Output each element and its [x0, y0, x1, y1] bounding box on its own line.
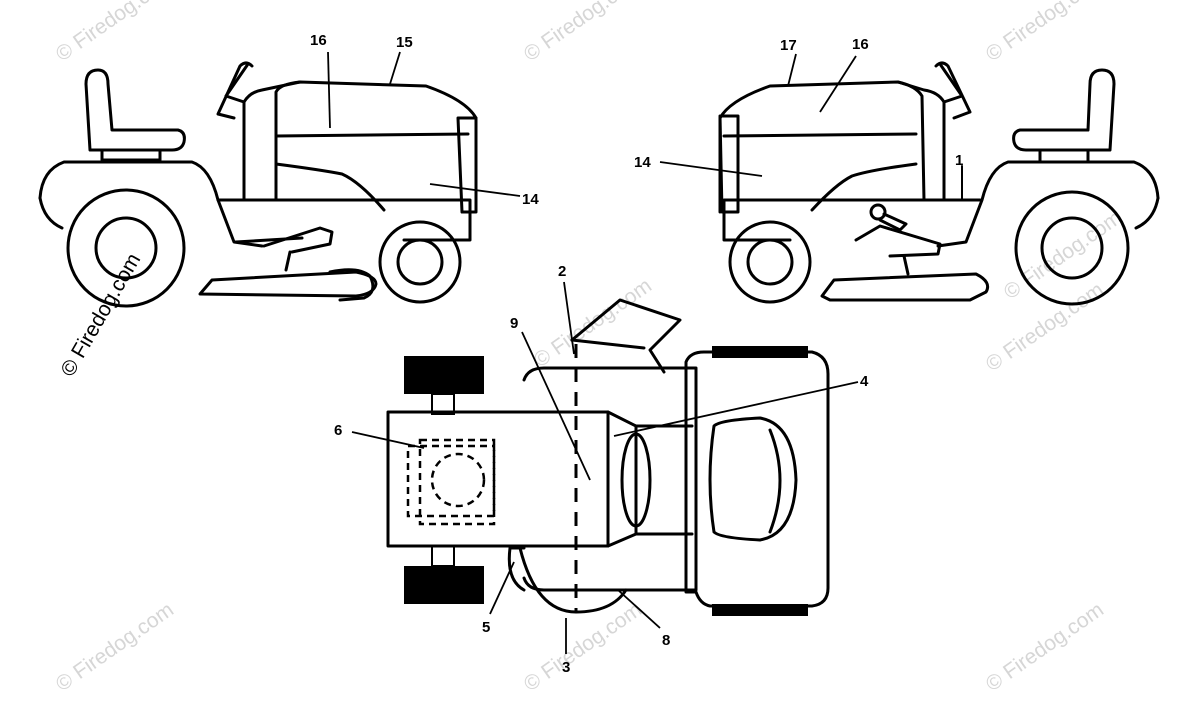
tractor-left-side-view [38, 51, 521, 308]
tractor-top-view [351, 281, 859, 654]
watermark: © Firedog.com [56, 249, 145, 380]
watermark-dark: © Firedog.com [56, 249, 145, 380]
front-wheel [378, 220, 462, 304]
watermark: © Firedog.com [52, 598, 178, 696]
rear-wheel [1014, 190, 1130, 306]
callout-numbers: 16 15 14 17 16 14 1 2 9 4 6 5 8 3 [310, 32, 963, 676]
callout-6-top: 6 [334, 422, 342, 439]
watermark: © Firedog.com [982, 278, 1108, 376]
tractor-right-side-view [659, 53, 1160, 306]
callout-15-left: 15 [396, 34, 413, 51]
rear-wheel [66, 188, 186, 308]
callout-4-top: 4 [860, 373, 869, 390]
callout-3-top: 3 [562, 659, 570, 676]
callout-1-right: 1 [955, 152, 963, 169]
callout-16-right: 16 [852, 36, 869, 53]
watermark: © Firedog.com [52, 0, 178, 66]
front-wheel [728, 220, 812, 304]
watermark: © Firedog.com [520, 0, 646, 66]
callout-17-right: 17 [780, 37, 797, 54]
rear-tire [404, 566, 484, 604]
callout-2-top: 2 [558, 263, 566, 280]
rear-tire [404, 356, 484, 394]
callout-5-top: 5 [482, 619, 490, 636]
callout-9-top: 9 [510, 315, 518, 332]
callout-14-right: 14 [634, 154, 651, 171]
callout-16-left: 16 [310, 32, 327, 49]
watermark: © Firedog.com [982, 598, 1108, 696]
callout-8-top: 8 [662, 632, 670, 649]
callout-14-left: 14 [522, 191, 539, 208]
watermark: © Firedog.com [982, 0, 1108, 66]
